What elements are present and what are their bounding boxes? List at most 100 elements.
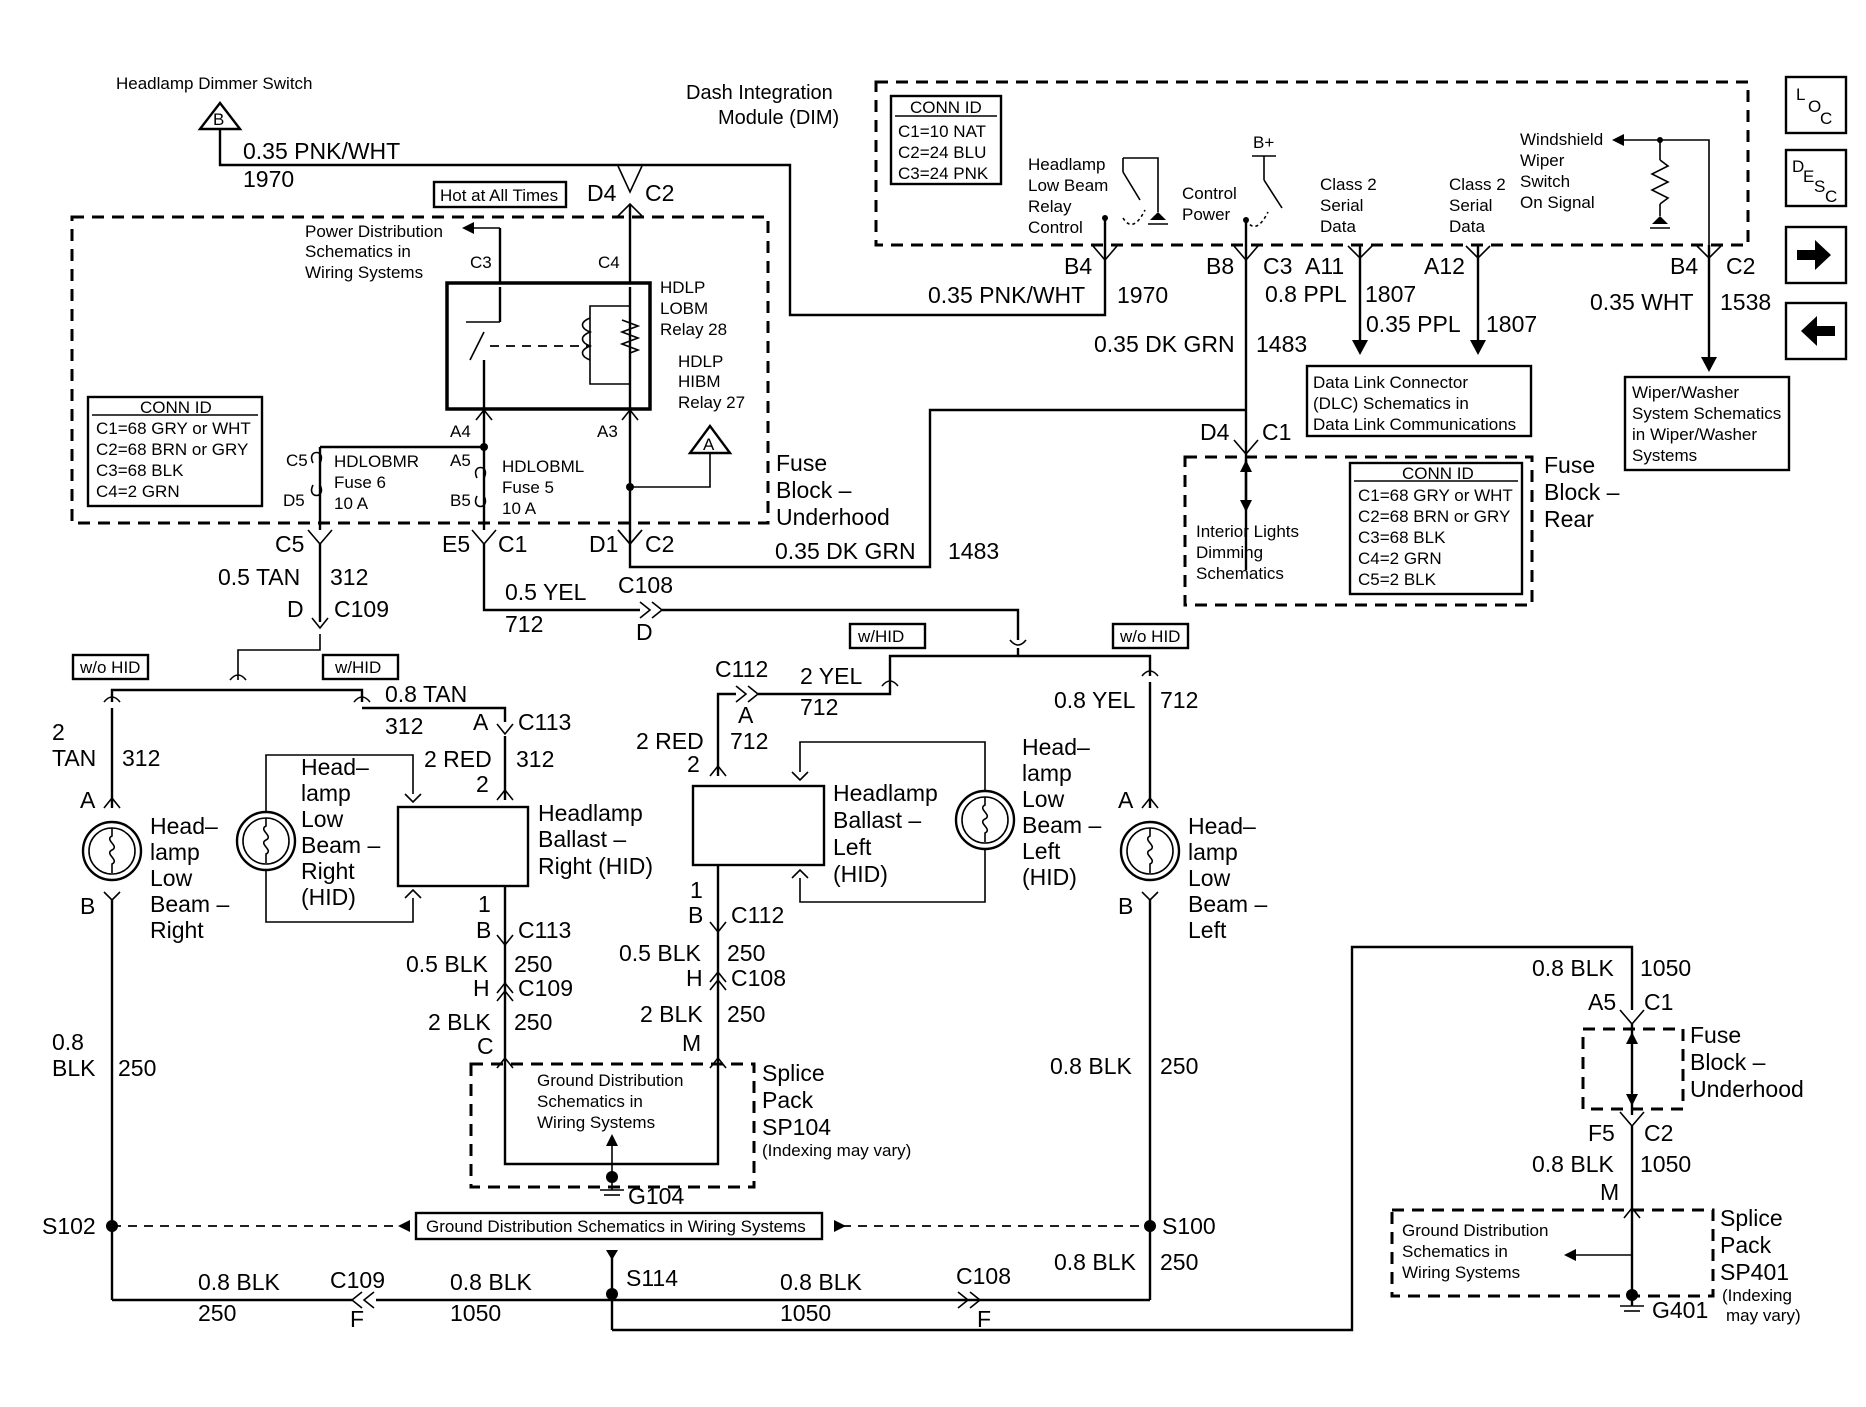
sp104-txt-3: Wiring Systems — [537, 1113, 655, 1132]
sp104-2: Pack — [762, 1087, 814, 1113]
ballast-r-1: Headlamp — [538, 800, 643, 826]
mid-pin-d1: D1 — [589, 531, 618, 557]
lamp-lhid-3: Low — [1022, 786, 1065, 812]
dim-wire-1970-circuit: 1970 — [1117, 282, 1168, 308]
ground-distribution-box — [414, 1211, 824, 1241]
dim-title-1: Dash Integration — [686, 82, 833, 104]
ballast-r-2: Ballast – — [538, 826, 626, 852]
lamp-lhid-4: Beam – — [1022, 812, 1101, 838]
hibm-ref: A — [703, 435, 715, 454]
lobm-2: LOBM — [660, 299, 708, 318]
lamp-lhid-5: Left — [1022, 838, 1061, 864]
sp104-txt-2: Schematics in — [537, 1092, 643, 1111]
pin-c5-fuse: C5 — [286, 451, 308, 470]
fuse5-2: Fuse 5 — [502, 478, 554, 497]
fb2-pin-c1: C1 — [1644, 989, 1673, 1015]
splice-s114 — [606, 1288, 618, 1300]
lhid-wire2-circuit: 712 — [730, 728, 768, 754]
rstd-wire-2: TAN — [52, 745, 96, 771]
lhid-pin-1: 1 — [690, 877, 703, 903]
power-dist-3: Wiring Systems — [305, 263, 423, 282]
interior-1: Interior Lights — [1196, 522, 1299, 541]
rhid-wire3-circuit: 250 — [514, 951, 552, 977]
interior-3: Schematics — [1196, 564, 1284, 583]
gnd-wire-l-circuit: 250 — [198, 1300, 236, 1326]
loc-button[interactable]: L O C — [1784, 75, 1848, 135]
sp401-idx-1: (Indexing — [1722, 1286, 1792, 1305]
dim-outline — [874, 80, 1750, 247]
rhid-wire4-circuit: 250 — [514, 1009, 552, 1035]
fb2-pin-c2: C2 — [1644, 1120, 1673, 1146]
rhid-wire4-color: 2 BLK — [428, 1009, 491, 1035]
w-hid-tag-right — [848, 622, 927, 650]
rhid-pin-h: H — [473, 975, 490, 1001]
mid-pin-c109: C109 — [334, 596, 389, 622]
rhid-wire2-circuit: 312 — [516, 746, 554, 772]
loc-c: C — [1820, 109, 1832, 128]
wo-hid-tag-right — [1111, 622, 1190, 650]
fb2-wire-circuit: 1050 — [1640, 955, 1691, 981]
wo-hid-right: w/o HID — [1119, 627, 1180, 646]
ballast-r-3: Right (HID) — [538, 853, 653, 879]
wire-1970-circuit: 1970 — [243, 166, 294, 192]
rear-pin-d4: D4 — [1200, 419, 1230, 445]
rear-conn-3: C3=68 BLK — [1358, 528, 1446, 547]
lstd-wire-color: 0.8 YEL — [1054, 687, 1136, 713]
rstd-pin-a: A — [80, 787, 96, 813]
fb2-pin-a5: A5 — [1588, 989, 1616, 1015]
rhid-pin-a: A — [473, 709, 489, 735]
power-dist-2: Schematics in — [305, 242, 411, 261]
pin-d4: D4 — [587, 180, 617, 206]
fuse-block-underhood-outline — [70, 215, 770, 525]
lamp-rhid-3: Low — [301, 806, 344, 832]
dim-wire-1807-circuit: 1807 — [1365, 281, 1416, 307]
dim-wire-1483-color: 0.35 DK GRN — [1094, 331, 1235, 357]
power-dist-1: Power Distribution — [305, 222, 443, 241]
dim-pin-a11: A11 — [1305, 253, 1344, 279]
dim-wire-1970-color: 0.35 PNK/WHT — [928, 282, 1085, 308]
fb2-wire2-circuit: 1050 — [1640, 1151, 1691, 1177]
lhid-wire2-color: 2 RED — [636, 728, 704, 754]
sp104-indexing: (Indexing may vary) — [762, 1141, 911, 1160]
forward-button[interactable] — [1784, 225, 1848, 285]
lamp-lhid-6: (HID) — [1022, 864, 1077, 890]
lhid-pin-h: H — [686, 965, 703, 991]
ballast-l-3: Left — [833, 834, 872, 860]
lobm-relay — [445, 281, 652, 411]
dim-conn-1: C1=10 NAT — [898, 122, 986, 141]
fb2-wire-color: 0.8 BLK — [1532, 955, 1614, 981]
fb-conn-1: C1=68 GRY or WHT — [96, 419, 251, 438]
lamp-rstd-3: Low — [150, 865, 193, 891]
wiper-3: Switch — [1520, 172, 1570, 191]
lhid-wire3-circuit: 250 — [727, 940, 765, 966]
class2a-1: Class 2 — [1320, 175, 1377, 194]
rhid-pin-1: 1 — [478, 891, 491, 917]
wo-hid-left: w/o HID — [79, 658, 140, 677]
fuse-block-rear-outline — [1183, 455, 1534, 607]
s100: S100 — [1162, 1213, 1216, 1239]
dim-pin-b8: B8 — [1206, 253, 1234, 279]
fb2-1: Fuse — [1690, 1022, 1741, 1048]
desc-button[interactable]: D E S C — [1784, 148, 1848, 208]
dim-pin-b4: B4 — [1064, 253, 1092, 279]
rstd-wire3-2: BLK — [52, 1055, 96, 1081]
fb2-pin-f5: F5 — [1588, 1120, 1615, 1146]
fuse6-2: Fuse 6 — [334, 473, 386, 492]
desc-s: S — [1814, 177, 1825, 196]
dim-conn-title: CONN ID — [910, 98, 982, 117]
fb2-pin-m: M — [1600, 1179, 1619, 1205]
pin-c2: C2 — [645, 180, 674, 206]
wiperbox-4: Systems — [1632, 446, 1697, 465]
lamp-lstd-5: Left — [1188, 917, 1227, 943]
sp104-txt-1: Ground Distribution — [537, 1071, 683, 1090]
fuse5-3: 10 A — [502, 499, 537, 518]
sp401-txt-2: Schematics in — [1402, 1242, 1508, 1261]
lamp-rhid-1: Head– — [301, 754, 369, 780]
rear-conn-1: C1=68 GRY or WHT — [1358, 486, 1513, 505]
relay-ctrl-2: Low Beam — [1028, 176, 1108, 195]
rear-conn-title: CONN ID — [1402, 464, 1474, 483]
lstd-pin-b: B — [1118, 893, 1133, 919]
back-button[interactable] — [1784, 301, 1848, 361]
class2b-2: Serial — [1449, 196, 1492, 215]
